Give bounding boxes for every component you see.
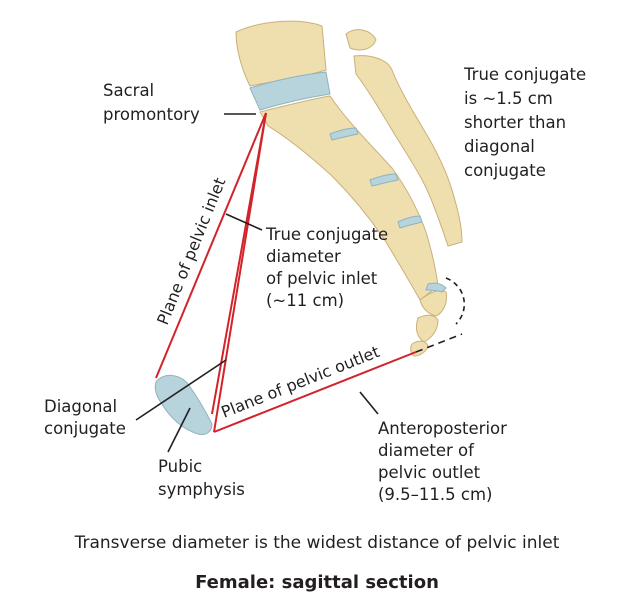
true-conjugate-note-label: True conjugate is ~1.5 cm shorter than d… <box>463 65 591 180</box>
lumbosacral-disc <box>249 71 331 111</box>
sacrococcygeal-disc <box>425 282 447 293</box>
label-line: pelvic outlet <box>378 463 481 482</box>
sacrum-coccyx-illustration <box>235 20 463 357</box>
coccyx-segment <box>419 289 447 317</box>
label-line: symphysis <box>158 480 245 499</box>
label-line: Diagonal <box>44 397 117 416</box>
coccyx-dashed-outline <box>445 277 465 325</box>
pubic-symphysis-shape <box>154 375 213 435</box>
diagonal-conjugate-label: Diagonal conjugate <box>44 397 126 438</box>
label-line: True conjugate <box>265 225 388 244</box>
lumbar-spinous-process <box>345 29 377 51</box>
coccyx-segment <box>415 314 439 343</box>
label-line: (~11 cm) <box>266 291 344 310</box>
pelvic-outlet-line <box>213 351 417 433</box>
label-line: diameter <box>266 247 341 266</box>
label-line: Sacral <box>103 81 154 100</box>
anteroposterior-diameter-label: Anteroposterior diameter of pelvic outle… <box>378 419 512 504</box>
plane-pelvic-outlet-label: Plane of pelvic outlet <box>218 342 382 422</box>
leader-lines <box>135 113 379 453</box>
true-conjugate-diameter-label: True conjugate diameter of pelvic inlet … <box>265 225 393 310</box>
pelvic-outlet-extension <box>415 333 463 353</box>
diagonal-conjugate-line <box>213 112 267 433</box>
label-line: promontory <box>103 105 200 124</box>
sacral-segment-line <box>397 215 423 229</box>
sacral-promontory-label: Sacral promontory <box>103 81 200 124</box>
anteroposterior-leader <box>359 391 379 415</box>
caption-text: Transverse diameter is the widest distan… <box>74 533 560 553</box>
label-line: diagonal <box>464 137 535 156</box>
diagonal-conjugate-leader <box>135 359 227 421</box>
sacral-segment-line <box>329 127 359 141</box>
figure-title: Female: sagittal section <box>195 572 439 593</box>
label-line: is ~1.5 cm <box>464 89 553 108</box>
label-line: conjugate <box>44 419 126 438</box>
label-line: conjugate <box>464 161 546 180</box>
label-line: Pubic <box>158 457 202 476</box>
sacral-segment-line <box>369 173 399 187</box>
label-line: shorter than <box>464 113 566 132</box>
label-line: diameter of <box>378 441 475 460</box>
label-line: True conjugate <box>463 65 586 84</box>
label-line: (9.5–11.5 cm) <box>378 485 493 504</box>
label-line: of pelvic inlet <box>266 269 378 288</box>
plane-pelvic-inlet-label: Plane of pelvic inlet <box>153 175 229 328</box>
pubic-symphysis-leader <box>167 407 191 453</box>
label-line: Anteroposterior <box>378 419 507 438</box>
true-conjugate-leader <box>225 213 263 231</box>
pelvic-inlet-line <box>155 112 267 379</box>
pubic-symphysis-label: Pubic symphysis <box>158 457 245 499</box>
sacral-crest <box>353 55 463 247</box>
sacrum <box>259 95 439 301</box>
